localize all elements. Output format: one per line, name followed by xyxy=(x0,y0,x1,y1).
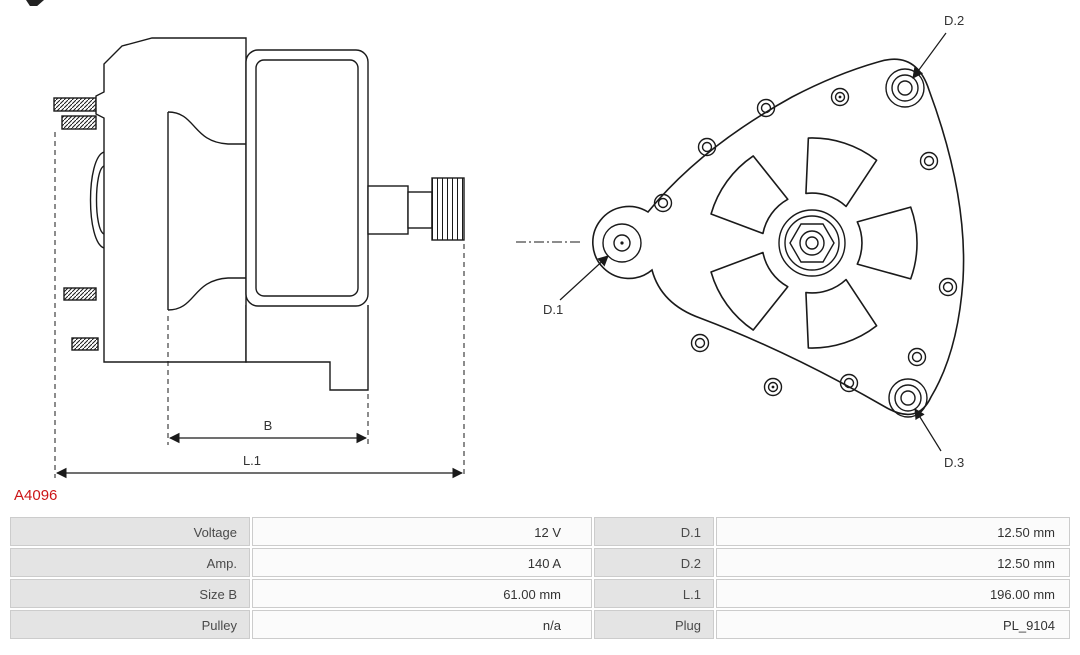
shaft-nut xyxy=(778,209,846,277)
alternator-rear-view: D.2 D.1 D.3 xyxy=(516,13,965,470)
spec-value-voltage: 12 V xyxy=(252,517,592,546)
spec-table: Voltage 12 V D.1 12.50 mm Amp. 140 A D.2… xyxy=(10,517,1070,639)
mounting-lug-d1 xyxy=(602,223,642,263)
leader-d3: D.3 xyxy=(914,408,964,470)
spec-label-voltage: Voltage xyxy=(10,517,250,546)
dimension-l1-label: L.1 xyxy=(243,453,261,468)
label-d1: D.1 xyxy=(543,302,563,317)
dimension-b-label: B xyxy=(264,418,273,433)
spec-label-amp: Amp. xyxy=(10,548,250,577)
leader-d2: D.2 xyxy=(912,13,964,79)
spec-label-d2: D.2 xyxy=(594,548,714,577)
spec-value-l1: 196.00 mm xyxy=(716,579,1070,608)
spec-label-d1: D.1 xyxy=(594,517,714,546)
spec-label-l1: L.1 xyxy=(594,579,714,608)
spec-label-pulley: Pulley xyxy=(10,610,250,639)
alternator-side-view: B L.1 xyxy=(53,37,465,479)
mounting-hole-d2 xyxy=(885,68,925,108)
part-number[interactable]: A4096 xyxy=(14,487,58,504)
bolt-holes xyxy=(653,87,958,397)
dimension-b: B xyxy=(168,418,368,444)
leader-d1: D.1 xyxy=(543,255,609,317)
spec-value-d1: 12.50 mm xyxy=(716,517,1070,546)
alternator-technical-drawing: B L.1 xyxy=(53,13,965,479)
watermark-fragment xyxy=(26,0,44,6)
spec-value-pulley: n/a xyxy=(252,610,592,639)
spec-value-d2: 12.50 mm xyxy=(716,548,1070,577)
dimension-l1: L.1 xyxy=(55,453,464,479)
spec-label-plug: Plug xyxy=(594,610,714,639)
mounting-hole-d3 xyxy=(888,378,928,418)
spec-value-amp: 140 A xyxy=(252,548,592,577)
spec-value-size-b: 61.00 mm xyxy=(252,579,592,608)
spec-value-plug: PL_9104 xyxy=(716,610,1070,639)
label-d2: D.2 xyxy=(944,13,964,28)
label-d3: D.3 xyxy=(944,455,964,470)
spec-label-size-b: Size B xyxy=(10,579,250,608)
